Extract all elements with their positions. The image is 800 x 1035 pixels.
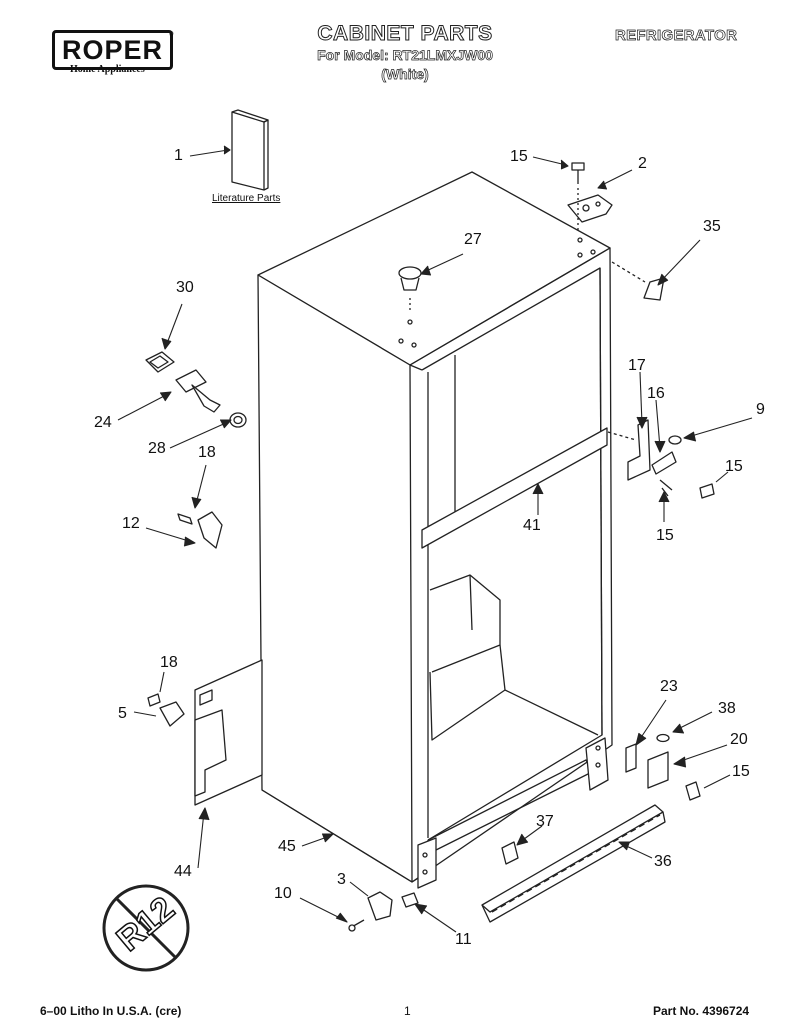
literature-parts-label: Literature Parts xyxy=(212,193,281,204)
callout-16: 16 xyxy=(647,385,665,402)
callout-36: 36 xyxy=(654,853,672,870)
bottom-hinge-assembly xyxy=(625,733,701,801)
callout-15-mid: 15 xyxy=(656,527,674,544)
center-hinge-assembly xyxy=(607,419,715,499)
callout-35: 35 xyxy=(703,218,721,235)
callout-15-lower: 15 xyxy=(732,763,750,780)
callout-5: 5 xyxy=(118,705,127,722)
callout-24: 24 xyxy=(94,414,112,431)
callout-27: 27 xyxy=(464,231,482,248)
footer-page-number: 1 xyxy=(404,1004,411,1018)
callout-28: 28 xyxy=(148,440,166,457)
grille-clip xyxy=(501,841,519,865)
cabinet-body xyxy=(257,171,613,889)
callout-12: 12 xyxy=(122,515,140,532)
callout-37: 37 xyxy=(536,813,554,830)
callout-23: 23 xyxy=(660,678,678,695)
callout-30: 30 xyxy=(176,279,194,296)
model-line: For Model: RT21LMXJW00 xyxy=(317,47,493,64)
callout-20: 20 xyxy=(730,731,748,748)
color-variant: (White) xyxy=(381,66,429,83)
thermostat-knob-parts xyxy=(145,351,247,428)
brand-name: ROPER xyxy=(61,34,164,65)
left-bracket xyxy=(177,511,223,549)
leveling-assembly xyxy=(348,891,419,932)
base-grille xyxy=(481,804,666,923)
roper-logo: ROPER xyxy=(52,30,173,70)
callout-9: 9 xyxy=(756,401,765,418)
callout-18-upper: 18 xyxy=(198,444,216,461)
callout-1: 1 xyxy=(174,147,183,164)
callout-15-right: 15 xyxy=(725,458,743,475)
appliance-type: REFRIGERATOR xyxy=(615,27,738,45)
callout-38: 38 xyxy=(718,700,736,717)
callout-10: 10 xyxy=(274,885,292,902)
page-title: CABINET PARTS xyxy=(317,22,493,46)
literature-booklet xyxy=(231,109,269,191)
top-plug xyxy=(398,266,422,312)
footer-litho: 6–00 Litho In U.S.A. (cre) xyxy=(40,1004,182,1018)
callout-11: 11 xyxy=(455,931,472,948)
callout-leaders xyxy=(117,145,753,933)
callout-18-lower: 18 xyxy=(160,654,178,671)
no-r12-symbol xyxy=(102,884,190,972)
left-hinge-plate xyxy=(147,659,263,806)
brand-subtitle: Home Appliances xyxy=(70,64,145,75)
callout-15-top: 15 xyxy=(510,148,528,165)
callout-44: 44 xyxy=(174,863,192,880)
trademark-mark: ® xyxy=(169,32,174,38)
callout-3: 3 xyxy=(337,871,346,888)
top-hinge xyxy=(567,162,613,230)
footer-part-number: Part No. 4396724 xyxy=(653,1004,750,1018)
callout-41: 41 xyxy=(523,517,541,534)
callout-2: 2 xyxy=(638,155,647,172)
hinge-cover xyxy=(611,261,665,301)
callout-17: 17 xyxy=(628,357,646,374)
callout-45: 45 xyxy=(278,838,296,855)
